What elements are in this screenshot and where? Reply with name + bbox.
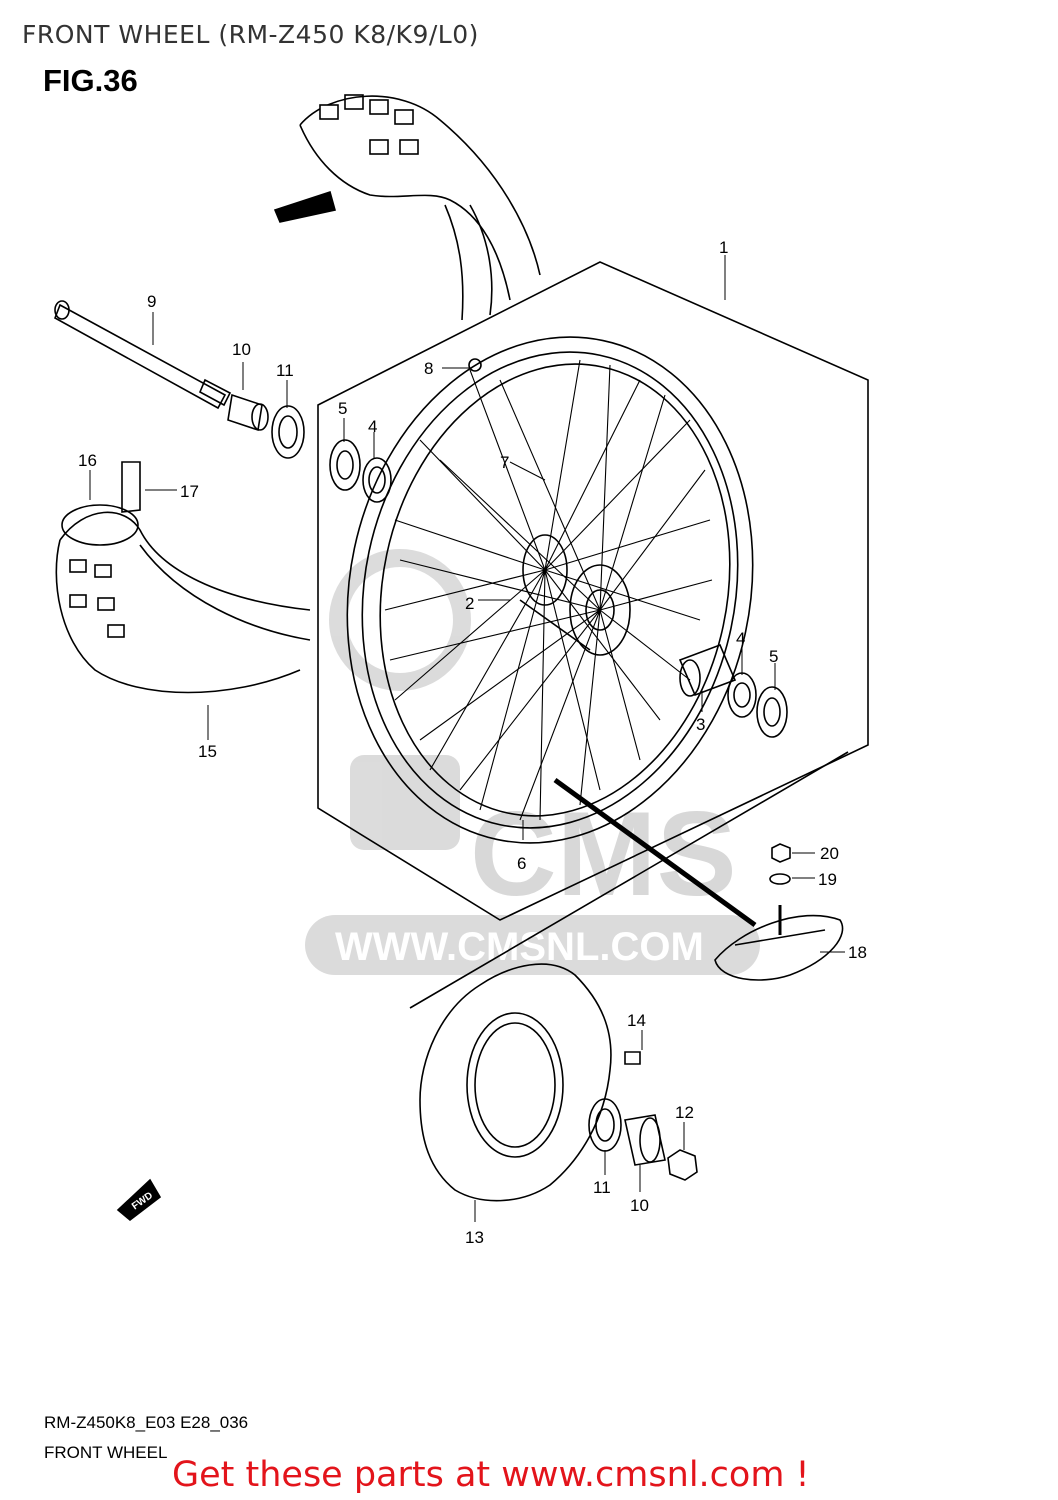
dust-seal-lower: [588, 1098, 622, 1152]
callout-10-lower: 10: [630, 1196, 649, 1215]
hub: [519, 534, 631, 656]
callout-7: 7: [500, 453, 509, 472]
diagram-name: FRONT WHEEL: [44, 1443, 168, 1462]
leader-lines: [89, 255, 845, 1222]
callout-5-right: 5: [769, 647, 778, 666]
callout-5-left: 5: [338, 399, 347, 418]
callout-3: 3: [696, 715, 705, 734]
rim: [346, 336, 754, 844]
callout-6: 6: [517, 854, 526, 873]
callout-13: 13: [465, 1228, 484, 1247]
promo-link[interactable]: Get these parts at www.cmsnl.com !: [172, 1455, 810, 1495]
callout-14: 14: [627, 1011, 646, 1030]
bearing-right: [727, 672, 757, 718]
collar-upper: [227, 393, 269, 432]
callout-9: 9: [147, 292, 156, 311]
figure-label: FIG.36: [43, 63, 138, 98]
page-title: FRONT WHEEL (RM-Z450 K8/K9/L0): [22, 20, 479, 49]
assembly-box: [317, 261, 869, 921]
fwd-arrow: [116, 1178, 162, 1222]
callout-11-lower: 11: [593, 1178, 611, 1197]
callout-18: 18: [848, 943, 867, 962]
callout-4-right: 4: [736, 629, 745, 648]
callout-11-upper: 11: [276, 361, 294, 380]
watermark-logo-text: CMS: [470, 787, 737, 921]
callout-16: 16: [78, 451, 97, 470]
axle-nut: [667, 1149, 698, 1181]
axle: [54, 300, 232, 410]
callout-19: 19: [818, 870, 837, 889]
bearing-left: [362, 457, 392, 503]
rim-lock-nut: [468, 358, 482, 372]
side-tyre: [55, 461, 311, 694]
dust-seal-upper: [271, 405, 305, 459]
washer: [769, 873, 791, 885]
callout-17: 17: [180, 482, 199, 501]
callout-8: 8: [424, 359, 433, 378]
top-tyre: [273, 94, 541, 321]
callout-4-left: 4: [368, 417, 377, 436]
callout-15: 15: [198, 742, 217, 761]
disc-bolt: [624, 1051, 641, 1065]
collar-lower: [624, 1114, 666, 1166]
valve-nut: [771, 843, 791, 863]
diagram-code: RM-Z450K8_E03 E28_036: [44, 1413, 249, 1432]
callout-1: 1: [719, 238, 728, 257]
callouts: 1 2 3 4 4 5 5 6 7 8 9 10 10 11 11 12 13 …: [78, 238, 867, 1247]
oil-seal-left: [329, 439, 361, 491]
callout-2: 2: [465, 594, 474, 613]
spokes: [384, 359, 713, 821]
watermark-logo: CMS WWW.CMSNL.COM: [305, 549, 760, 975]
callout-12: 12: [675, 1103, 694, 1122]
oil-seal-right: [756, 686, 788, 738]
inner-tube: [553, 777, 844, 981]
brake-disc: [419, 963, 612, 1202]
callout-10-upper: 10: [232, 340, 251, 359]
callout-20: 20: [820, 844, 839, 863]
spacer: [678, 643, 737, 697]
assembly-box-lower: [409, 751, 849, 1009]
watermark-url: WWW.CMSNL.COM: [335, 925, 704, 969]
